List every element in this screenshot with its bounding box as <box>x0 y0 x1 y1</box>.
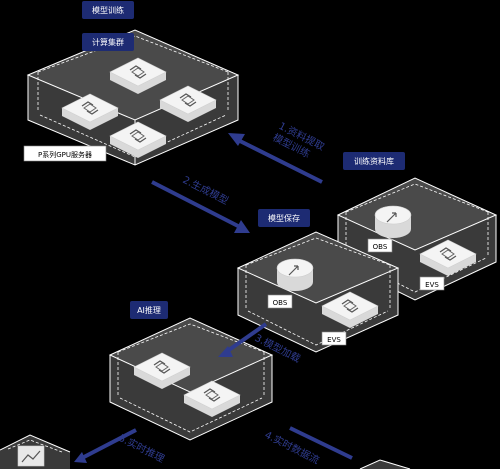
svg-text:P系列GPU服务器: P系列GPU服务器 <box>38 150 92 159</box>
model-training-tag: 模型训练 <box>82 1 134 19</box>
svg-text:EVS: EVS <box>327 336 341 344</box>
gpu-server-label: P系列GPU服务器 <box>23 145 107 162</box>
obs-storage-1 <box>374 205 412 239</box>
step4-arrow <box>289 426 353 460</box>
svg-text:EVS: EVS <box>425 281 439 289</box>
compute-cluster-tag: 计算集群 <box>82 33 134 51</box>
data-source-box <box>359 459 411 469</box>
obs-label-2: OBS <box>267 294 293 309</box>
step3-arrow <box>218 322 268 357</box>
evs-label-2: EVS <box>321 331 347 346</box>
model-save-tag: 模型保存 <box>258 209 310 227</box>
ai-inference-tag: AI推理 <box>130 301 168 319</box>
chart-icon <box>21 450 41 463</box>
upload-icon <box>386 212 397 223</box>
svg-text:OBS: OBS <box>373 243 388 251</box>
obs-label-1: OBS <box>367 238 393 253</box>
evs-label-1: EVS <box>419 276 445 291</box>
svg-text:模型保存: 模型保存 <box>268 213 300 223</box>
svg-text:计算集群: 计算集群 <box>92 37 124 47</box>
svg-text:OBS: OBS <box>273 299 288 307</box>
svg-text:AI推理: AI推理 <box>137 305 161 315</box>
upload-icon <box>288 265 299 276</box>
step1-arrow <box>228 133 323 184</box>
svg-text:训练资料库: 训练资料库 <box>354 156 394 166</box>
step4-text: 4.实时数据流 <box>263 428 322 467</box>
step2-arrow <box>151 180 250 233</box>
client-device-box <box>0 434 71 469</box>
step1-text: 1.资料提取 模型训练 <box>271 119 327 160</box>
step5-arrow <box>74 428 137 463</box>
svg-text:模型训练: 模型训练 <box>92 5 124 15</box>
step5-text: 5.实时推理 <box>117 431 167 465</box>
obs-storage-2 <box>276 258 314 292</box>
training-data-tag: 训练资料库 <box>343 152 405 170</box>
